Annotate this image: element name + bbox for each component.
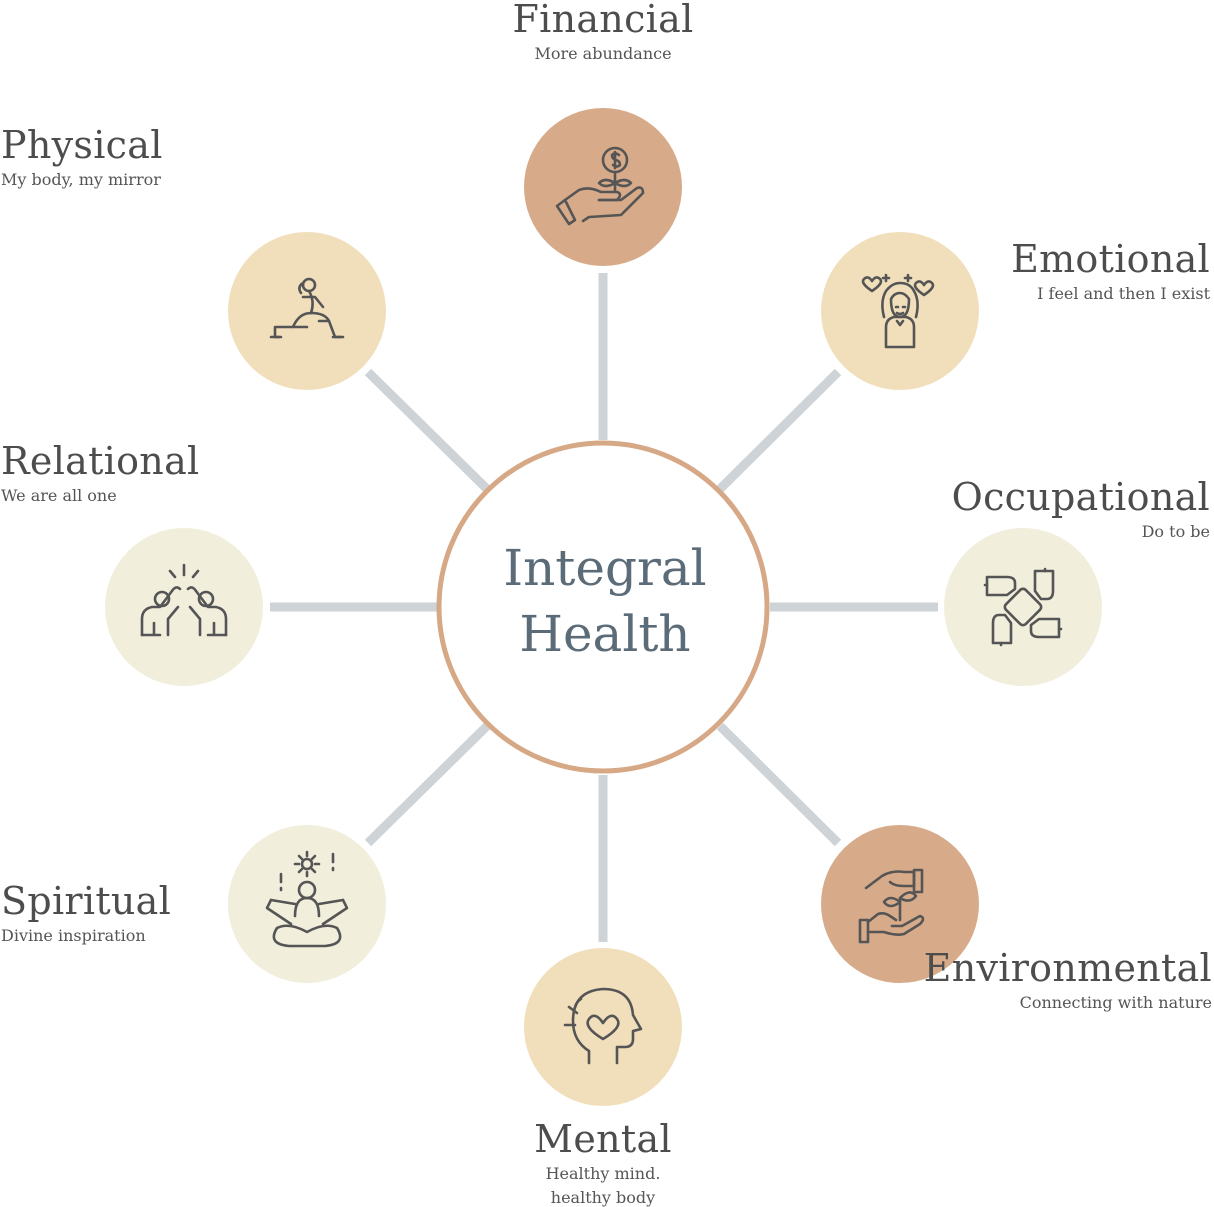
label-financial-subtitle: More abundance: [534, 44, 672, 63]
node-emotional: [821, 232, 979, 390]
label-relational-subtitle: We are all one: [1, 486, 117, 505]
center-title-line1: Integral: [503, 539, 707, 597]
label-physical: Physical My body, my mirror: [1, 126, 163, 192]
node-mental: [524, 948, 682, 1106]
center-title-line2: Health: [519, 605, 691, 663]
spokes: [270, 273, 938, 942]
center-title: Integral Health: [440, 535, 770, 667]
teamwork-hands-icon: [983, 567, 1063, 647]
label-relational-title: Relational: [1, 439, 200, 483]
label-emotional-subtitle: I feel and then I exist: [1037, 284, 1210, 303]
hands-sprout-icon: [858, 868, 925, 944]
label-environmental-title: Environmental: [923, 946, 1212, 990]
label-financial: Financial More abundance: [453, 0, 753, 66]
label-environmental: Environmental Connecting with nature: [924, 949, 1212, 1015]
woman-hearts-icon: [861, 273, 935, 349]
center-circle: [436, 440, 770, 774]
label-mental: Mental Healthy mind. healthy body: [453, 1120, 753, 1207]
label-relational: Relational We are all one: [1, 442, 200, 508]
lunge-exercise-icon: [269, 277, 345, 339]
node-spiritual: [228, 825, 386, 983]
label-mental-title: Mental: [534, 1117, 672, 1161]
label-occupational: Occupational Do to be: [952, 478, 1210, 544]
label-occupational-title: Occupational: [951, 475, 1210, 519]
label-spiritual-subtitle: Divine inspiration: [1, 926, 146, 945]
label-physical-title: Physical: [1, 123, 163, 167]
label-mental-subtitle: Healthy mind. healthy body: [453, 1162, 753, 1207]
node-physical: [228, 232, 386, 390]
node-financial: [524, 108, 682, 266]
label-spiritual-title: Spiritual: [1, 879, 172, 923]
label-mental-subtitle-line2: healthy body: [550, 1188, 656, 1207]
high-five-icon: [140, 563, 228, 637]
spoke-physical: [364, 368, 491, 493]
label-emotional: Emotional I feel and then I exist: [1011, 240, 1210, 306]
label-environmental-subtitle: Connecting with nature: [1019, 993, 1212, 1012]
label-physical-subtitle: My body, my mirror: [1, 170, 161, 189]
label-occupational-subtitle: Do to be: [1141, 522, 1210, 541]
money-plant-hand-icon: [555, 146, 645, 226]
label-financial-title: Financial: [512, 0, 694, 41]
node-relational: [105, 528, 263, 686]
meditation-icon: [265, 850, 349, 948]
head-heart-icon: [563, 987, 643, 1065]
label-mental-subtitle-line1: Healthy mind.: [545, 1164, 661, 1183]
node-occupational: [944, 528, 1102, 686]
label-spiritual: Spiritual Divine inspiration: [1, 882, 171, 948]
spoke-spiritual: [364, 722, 491, 847]
label-emotional-title: Emotional: [1011, 237, 1210, 281]
spoke-emotional: [716, 368, 842, 493]
spoke-environmental: [716, 722, 842, 847]
